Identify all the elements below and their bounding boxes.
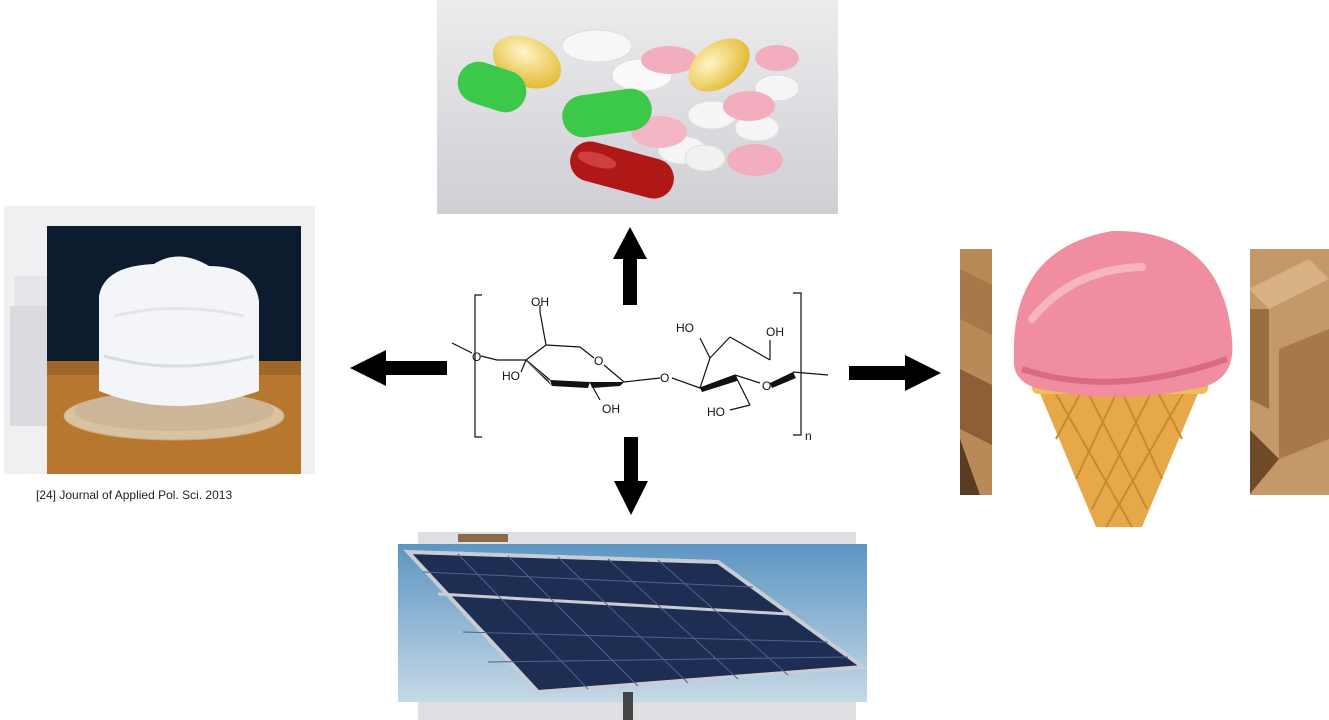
label-o-ring1: O <box>594 354 603 368</box>
label-oh-top: OH <box>531 295 549 309</box>
solar-panel-photo <box>398 532 867 720</box>
label-o-bridge: O <box>660 371 669 385</box>
arrow-up-icon <box>613 227 647 305</box>
cardboard-photo-right <box>1249 249 1329 495</box>
label-o-left: O <box>472 350 481 364</box>
cellulose-structure: OH O HO O OH O HO OH O HO n <box>450 290 830 440</box>
aerogel-photo <box>4 206 315 474</box>
pills-photo <box>437 0 838 214</box>
label-o-ring2: O <box>762 379 771 393</box>
arrow-left-icon <box>350 350 447 386</box>
label-ho-bottom2: HO <box>707 405 725 419</box>
label-oh-bottom1: OH <box>602 402 620 416</box>
arrow-right-icon <box>849 355 941 391</box>
label-oh-top2: OH <box>766 325 784 339</box>
figure-caption: [24] Journal of Applied Pol. Sci. 2013 <box>36 488 233 502</box>
icecream-photo <box>992 209 1250 554</box>
label-subscript-n: n <box>805 429 812 440</box>
label-ho-left: HO <box>502 369 520 383</box>
arrow-down-icon <box>614 437 648 515</box>
label-ho-top2: HO <box>676 321 694 335</box>
